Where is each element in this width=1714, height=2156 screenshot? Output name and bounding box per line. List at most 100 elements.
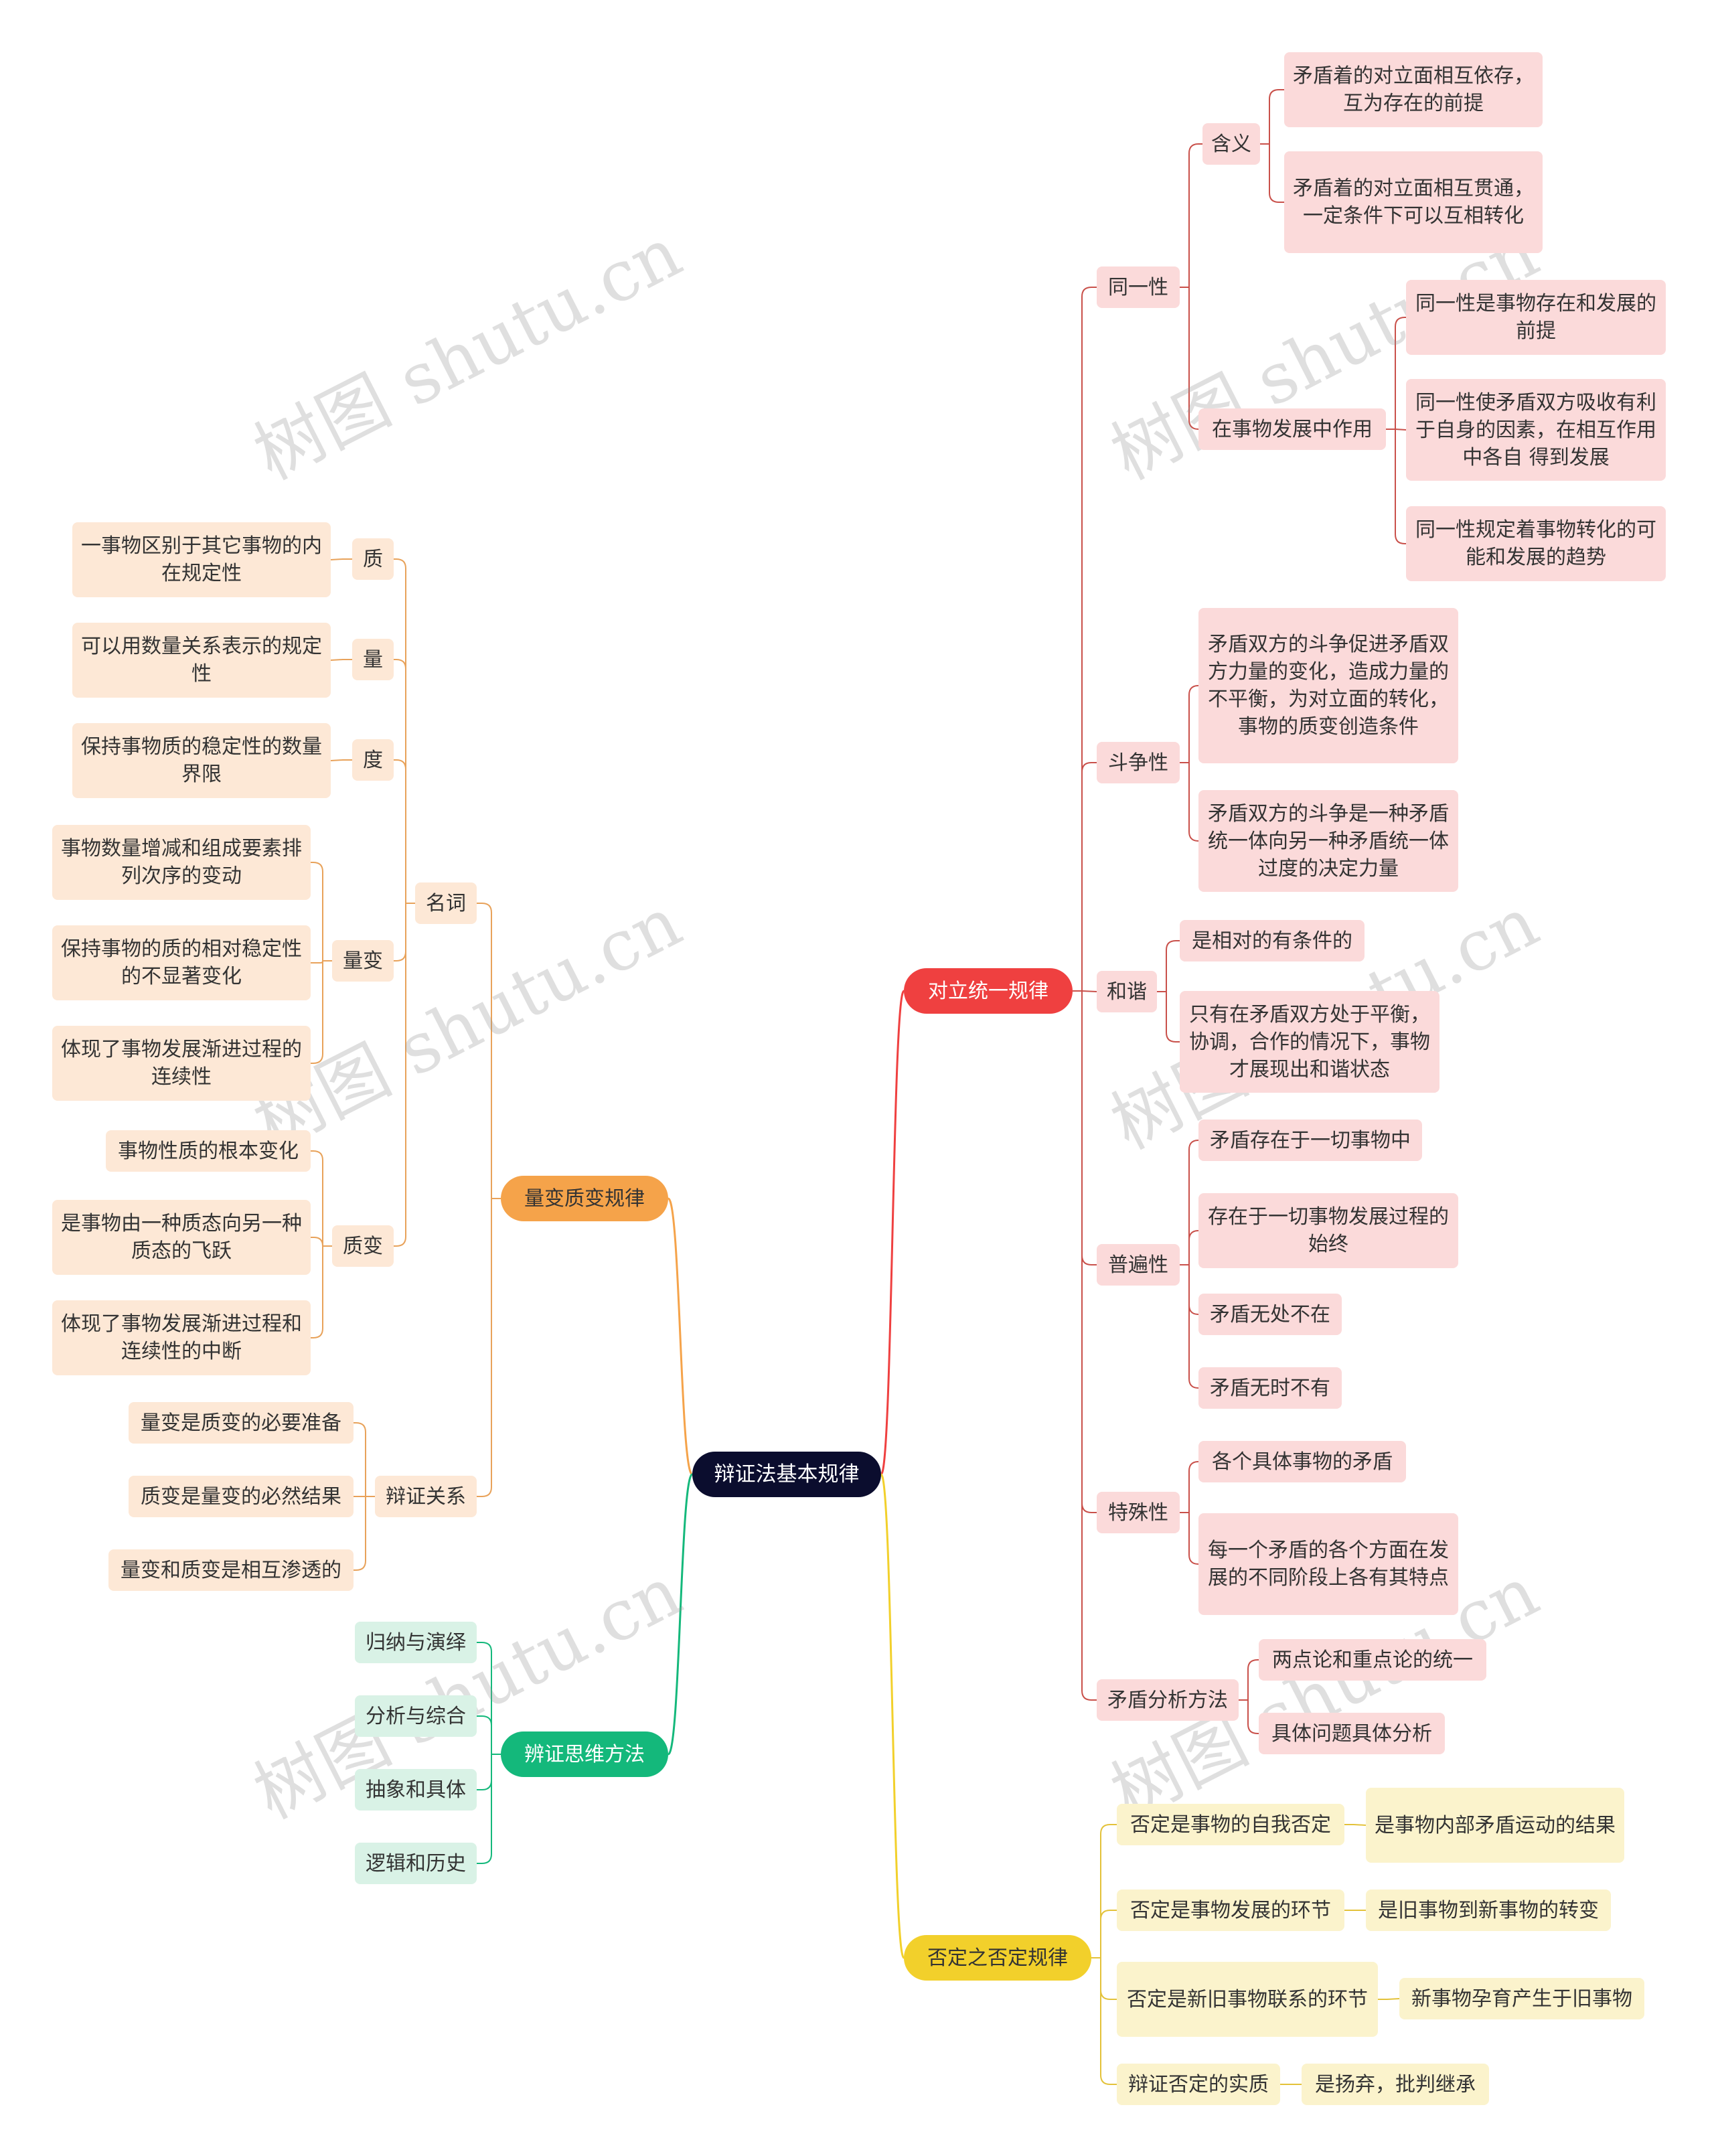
connector-line (1260, 143, 1284, 203)
connector-line (667, 1473, 694, 1756)
topic-quantity[interactable]: 量 (352, 639, 394, 680)
leaf-negation-4[interactable]: 是扬弃，批判继承 (1302, 2064, 1489, 2105)
connector-line (1157, 940, 1180, 992)
connector-line (1073, 762, 1097, 992)
leaf-negation-1[interactable]: 是事物内部矛盾运动的结果 (1366, 1788, 1624, 1863)
connector-line (477, 1198, 501, 1497)
leaf-meaning-1[interactable]: 矛盾着的对立面相互依存，互为存在的前提 (1284, 52, 1543, 127)
root-topic[interactable]: 辩证法基本规律 (692, 1452, 881, 1497)
connector-line (394, 903, 415, 961)
connector-line (1091, 1957, 1117, 2000)
topic-quality[interactable]: 质 (352, 538, 394, 580)
connector-line (311, 1245, 332, 1338)
leaf-role-2[interactable]: 同一性使矛盾双方吸收有利于自身的因素，在相互作用中各自 得到发展 (1406, 379, 1666, 481)
connector-line (354, 1496, 375, 1571)
connector-line (394, 759, 415, 904)
leaf-harmony-1[interactable]: 是相对的有条件的 (1180, 920, 1365, 961)
leaf-role-1[interactable]: 同一性是事物存在和发展的 前提 (1406, 280, 1666, 355)
connector-line (477, 1715, 501, 1755)
leaf-degree[interactable]: 保持事物质的稳定性的数量界限 (72, 723, 331, 798)
leaf-universality-1[interactable]: 矛盾存在于一切事物中 (1198, 1120, 1422, 1161)
leaf-quantity[interactable]: 可以用数量关系表示的规定性 (72, 623, 331, 698)
connector-line (311, 862, 332, 961)
leaf-analysis-2[interactable]: 具体问题具体分析 (1259, 1713, 1445, 1754)
connector-line (1386, 317, 1406, 430)
connector-line (1180, 1512, 1199, 1565)
leaf-struggle-1[interactable]: 矛盾双方的斗争促进矛盾双方力量的变化，造成力量的不平衡，为对立面的转化，事物的质… (1198, 608, 1458, 763)
leaf-quantitative-change-3[interactable]: 体现了事物发展渐进过程的连续性 (52, 1026, 311, 1101)
leaf-quality[interactable]: 一事物区别于其它事物的内在规定性 (72, 522, 331, 597)
leaf-qualitative-change-2[interactable]: 是事物由一种质态向另一种质态的飞跃 (52, 1200, 311, 1275)
connector-line (1180, 143, 1202, 288)
leaf-struggle-2[interactable]: 矛盾双方的斗争是一种矛盾统一体向另一种矛盾统一体过度的决定力量 (1198, 790, 1458, 892)
connector-line (1091, 1957, 1117, 2085)
leaf-particularity-1[interactable]: 各个具体事物的矛盾 (1198, 1441, 1406, 1482)
branch-negation-of-negation[interactable]: 否定之否定规律 (904, 1935, 1091, 1981)
connector-line (1180, 287, 1199, 430)
connector-line (1239, 1699, 1259, 1734)
topic-terms[interactable]: 名词 (415, 882, 477, 924)
topic-negation-2[interactable]: 否定是事物发展的环节 (1117, 1890, 1344, 1931)
topic-negation-4[interactable]: 辩证否定的实质 (1117, 2064, 1280, 2105)
leaf-universality-2[interactable]: 存在于一切事物发展过程的始终 (1198, 1193, 1458, 1268)
topic-universality[interactable]: 普遍性 (1097, 1244, 1180, 1286)
leaf-quantitative-change-2[interactable]: 保持事物的质的相对稳定性的不显著变化 (52, 925, 311, 1000)
connector-line (1180, 1140, 1199, 1265)
topic-harmony[interactable]: 和谐 (1097, 971, 1157, 1012)
connector-line (1073, 990, 1097, 1265)
topic-contradiction-analysis[interactable]: 矛盾分析方法 (1097, 1679, 1239, 1721)
topic-negation-1[interactable]: 否定是事物的自我否定 (1117, 1804, 1344, 1845)
leaf-meaning-2[interactable]: 矛盾着的对立面相互贯通，一定条件下可以互相转化 (1284, 151, 1543, 253)
connector-line (477, 903, 501, 1199)
connector-line (1091, 1824, 1117, 1958)
topic-identity[interactable]: 同一性 (1097, 266, 1180, 308)
connector-line (1180, 685, 1199, 763)
leaf-dialectic-1[interactable]: 量变是质变的必要准备 (129, 1402, 354, 1444)
topic-degree[interactable]: 度 (352, 739, 394, 781)
connector-line (330, 759, 352, 761)
branch-dialectical-thinking[interactable]: 辨证思维方法 (501, 1731, 668, 1777)
leaf-thinking-3[interactable]: 抽象和具体 (355, 1769, 477, 1811)
leaf-negation-3[interactable]: 新事物孕育产生于旧事物 (1399, 1978, 1644, 2019)
topic-particularity[interactable]: 特殊性 (1097, 1492, 1180, 1533)
leaf-dialectic-2[interactable]: 质变是量变的必然结果 (129, 1476, 354, 1517)
connector-line (1073, 287, 1097, 992)
connector-line (1157, 991, 1180, 1043)
connector-line (394, 903, 415, 1247)
leaf-thinking-4[interactable]: 逻辑和历史 (355, 1843, 477, 1884)
topic-qualitative-change[interactable]: 质变 (332, 1225, 394, 1267)
connector-line (1091, 1910, 1117, 1958)
leaf-thinking-2[interactable]: 分析与综合 (355, 1695, 477, 1737)
connector-line (1260, 89, 1284, 145)
leaf-universality-3[interactable]: 矛盾无处不在 (1198, 1294, 1342, 1335)
topic-dialectic-relation[interactable]: 辩证关系 (375, 1476, 477, 1517)
connector-line (1386, 429, 1406, 544)
leaf-qualitative-change-3[interactable]: 体现了事物发展渐进过程和连续性的中断 (52, 1300, 311, 1375)
leaf-dialectic-3[interactable]: 量变和质变是相互渗透的 (108, 1549, 354, 1591)
connector-line (394, 659, 415, 904)
leaf-role-3[interactable]: 同一性规定着事物转化的可能和发展的趋势 (1406, 506, 1666, 581)
connector-line (354, 1422, 375, 1497)
topic-negation-3[interactable]: 否定是新旧事物联系的环节 (1117, 1962, 1378, 2037)
leaf-analysis-1[interactable]: 两点论和重点论的统一 (1259, 1639, 1486, 1681)
connector-line (477, 1754, 501, 1864)
topic-meaning[interactable]: 含义 (1202, 123, 1260, 165)
leaf-negation-2[interactable]: 是旧事物到新事物的转变 (1366, 1890, 1611, 1931)
connector-line (477, 1642, 501, 1755)
connector-line (1180, 1230, 1199, 1265)
leaf-universality-4[interactable]: 矛盾无时不有 (1198, 1367, 1342, 1409)
connector-line (1180, 762, 1199, 842)
topic-struggle[interactable]: 斗争性 (1097, 742, 1180, 783)
leaf-harmony-2[interactable]: 只有在矛盾双方处于平衡，协调，合作的情况下，事物才展现出和谐状态 (1180, 991, 1439, 1093)
leaf-qualitative-change-1[interactable]: 事物性质的根本变化 (106, 1130, 311, 1172)
topic-role-in-development[interactable]: 在事物发展中作用 (1198, 408, 1386, 450)
branch-quantity-quality[interactable]: 量变质变规律 (501, 1176, 668, 1221)
connector-line (394, 558, 415, 904)
topic-quantitative-change[interactable]: 量变 (332, 940, 394, 982)
connector-line (1073, 990, 1097, 1513)
leaf-particularity-2[interactable]: 每一个矛盾的各个方面在发展的不同阶段上各有其特点 (1198, 1513, 1458, 1615)
branch-unity-of-opposites[interactable]: 对立统一规律 (904, 968, 1073, 1014)
leaf-quantitative-change-1[interactable]: 事物数量增减和组成要素排列次序的变动 (52, 825, 311, 900)
connector-line (311, 1237, 332, 1247)
leaf-thinking-1[interactable]: 归纳与演绎 (355, 1622, 477, 1663)
